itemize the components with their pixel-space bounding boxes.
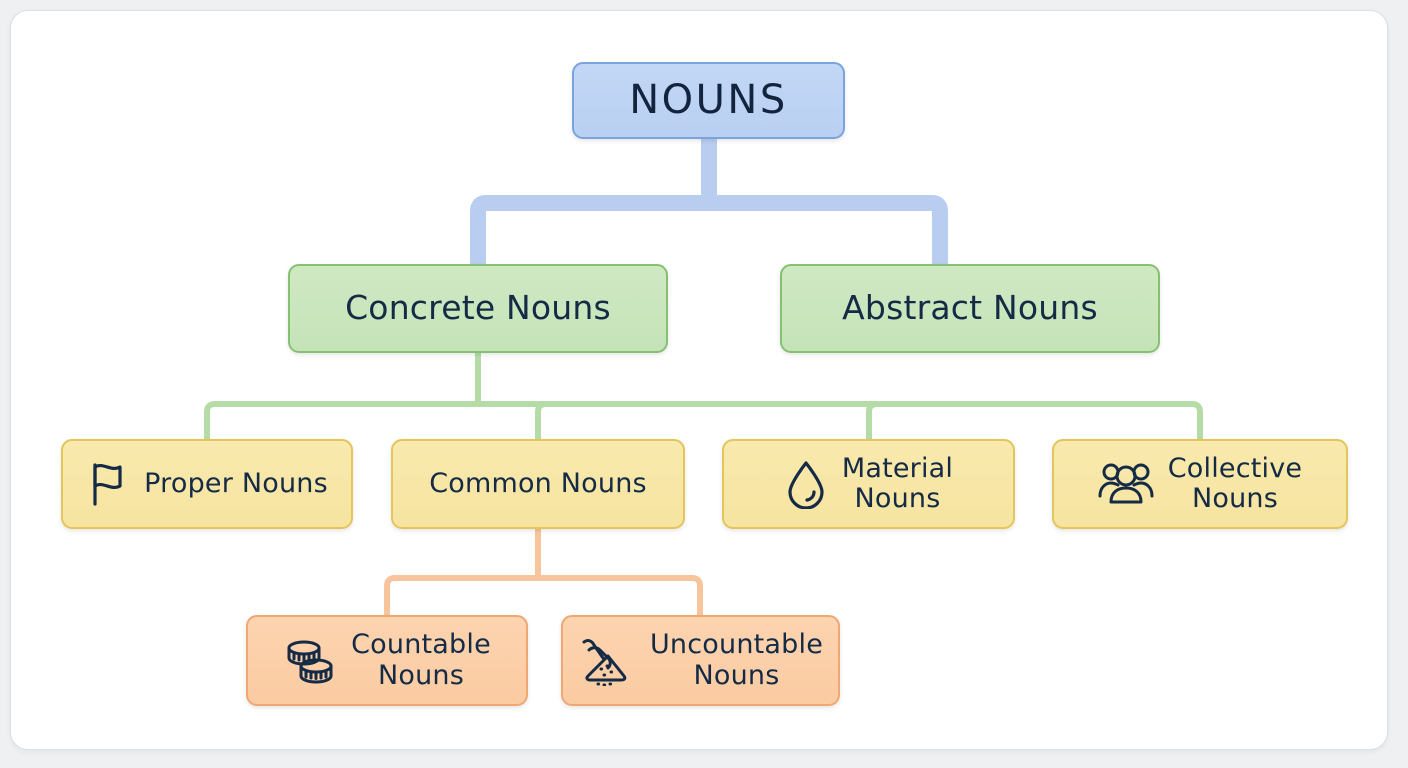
node-label: Uncountable Nouns	[649, 629, 824, 691]
droplet-icon	[784, 459, 828, 509]
node-material-nouns[interactable]: Material Nouns	[722, 439, 1015, 529]
node-countable-nouns[interactable]: Countable Nouns	[246, 615, 528, 706]
flag-icon	[86, 460, 130, 508]
node-collective-nouns[interactable]: Collective Nouns	[1052, 439, 1348, 529]
scoop-icon	[578, 636, 636, 686]
coins-icon	[283, 636, 337, 686]
node-label: NOUNS	[629, 77, 788, 124]
node-label: Abstract Nouns	[842, 288, 1098, 328]
node-label: Countable Nouns	[351, 629, 491, 691]
node-label: Concrete Nouns	[345, 288, 611, 328]
node-proper-nouns[interactable]: Proper Nouns	[61, 439, 353, 529]
people-icon	[1098, 461, 1154, 507]
node-common-nouns[interactable]: Common Nouns	[391, 439, 685, 529]
node-concrete-nouns[interactable]: Concrete Nouns	[288, 264, 668, 353]
node-label: Material Nouns	[841, 452, 954, 514]
node-abstract-nouns[interactable]: Abstract Nouns	[780, 264, 1160, 353]
node-label: Common Nouns	[429, 467, 647, 499]
node-label: Collective Nouns	[1167, 452, 1303, 514]
node-nouns-root[interactable]: NOUNS	[572, 62, 845, 139]
node-label: Proper Nouns	[144, 467, 328, 499]
node-uncountable-nouns[interactable]: Uncountable Nouns	[561, 615, 840, 706]
